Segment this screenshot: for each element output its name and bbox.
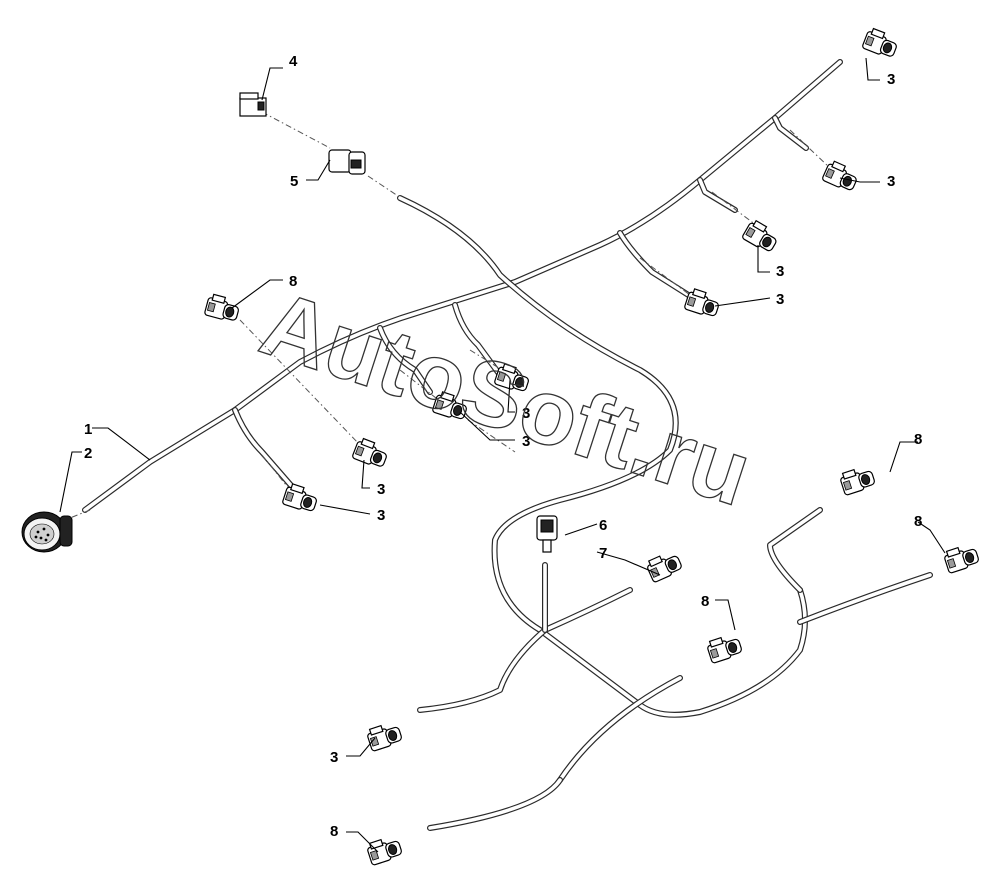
watermark-text: AutoSoft.ru [250, 272, 763, 525]
small-connector-icon [840, 468, 875, 496]
wire-inner [798, 573, 932, 624]
connector-4-icon [239, 92, 267, 117]
small-connector-icon [944, 546, 979, 574]
wire-inner [398, 196, 807, 717]
wire [617, 230, 693, 299]
small-connector-icon [822, 160, 857, 191]
small-connectors [204, 27, 979, 866]
callout-3: 3 [522, 433, 530, 450]
small-connector-icon [367, 724, 402, 752]
callout-8: 8 [914, 431, 922, 448]
callout-4: 4 [289, 53, 298, 70]
wire-inner [453, 303, 502, 377]
round-connector-icon [21, 511, 73, 553]
callout-3: 3 [887, 71, 895, 88]
small-connector-icon [494, 363, 529, 392]
callout-3: 3 [522, 405, 530, 422]
small-connector-icon [204, 293, 239, 321]
connectors [21, 92, 558, 553]
wire-inner [618, 231, 692, 298]
callout-3: 3 [887, 173, 895, 190]
small-connector-icon [352, 437, 387, 467]
callout-6: 6 [599, 517, 607, 534]
callout-labels: 1 2 3 3 3 3 3 3 3 3 3 3 4 5 6 7 8 8 8 8 … [84, 53, 922, 840]
wire-inner [233, 408, 297, 492]
small-connector-icon [647, 555, 682, 583]
small-connector-icon [367, 838, 402, 866]
connector-6-icon [536, 515, 558, 553]
wire-inner [378, 326, 432, 394]
callout-3: 3 [776, 291, 784, 308]
wire-inner [698, 178, 737, 212]
callout-3: 3 [330, 749, 338, 766]
wire [427, 777, 563, 831]
small-connector-icon [742, 219, 777, 252]
wire-inner [768, 508, 822, 592]
harness-wires [82, 59, 933, 831]
callout-3: 3 [377, 481, 385, 498]
wire-inner [773, 116, 808, 150]
callout-8: 8 [701, 593, 709, 610]
connector-5-icon [328, 149, 366, 175]
callout-8: 8 [289, 273, 297, 290]
callout-1: 1 [84, 421, 92, 438]
callout-8: 8 [330, 823, 338, 840]
watermark: AutoSoft.ru [249, 272, 763, 527]
small-connector-icon [282, 483, 317, 512]
callout-7: 7 [599, 545, 607, 562]
small-connector-icon [707, 636, 742, 664]
callout-8: 8 [914, 513, 922, 530]
wire-inner [543, 588, 632, 632]
callout-2: 2 [84, 445, 92, 462]
wire [767, 507, 823, 593]
callout-3: 3 [776, 263, 784, 280]
wire-inner [418, 628, 547, 712]
small-connector-icon [862, 27, 897, 57]
small-connector-icon [684, 288, 719, 317]
callout-3: 3 [377, 507, 385, 524]
wire-inner [558, 676, 682, 782]
callout-5: 5 [290, 173, 298, 190]
leader-lines [59, 57, 946, 853]
wire-inner [83, 60, 842, 512]
wire-inner [428, 778, 562, 830]
